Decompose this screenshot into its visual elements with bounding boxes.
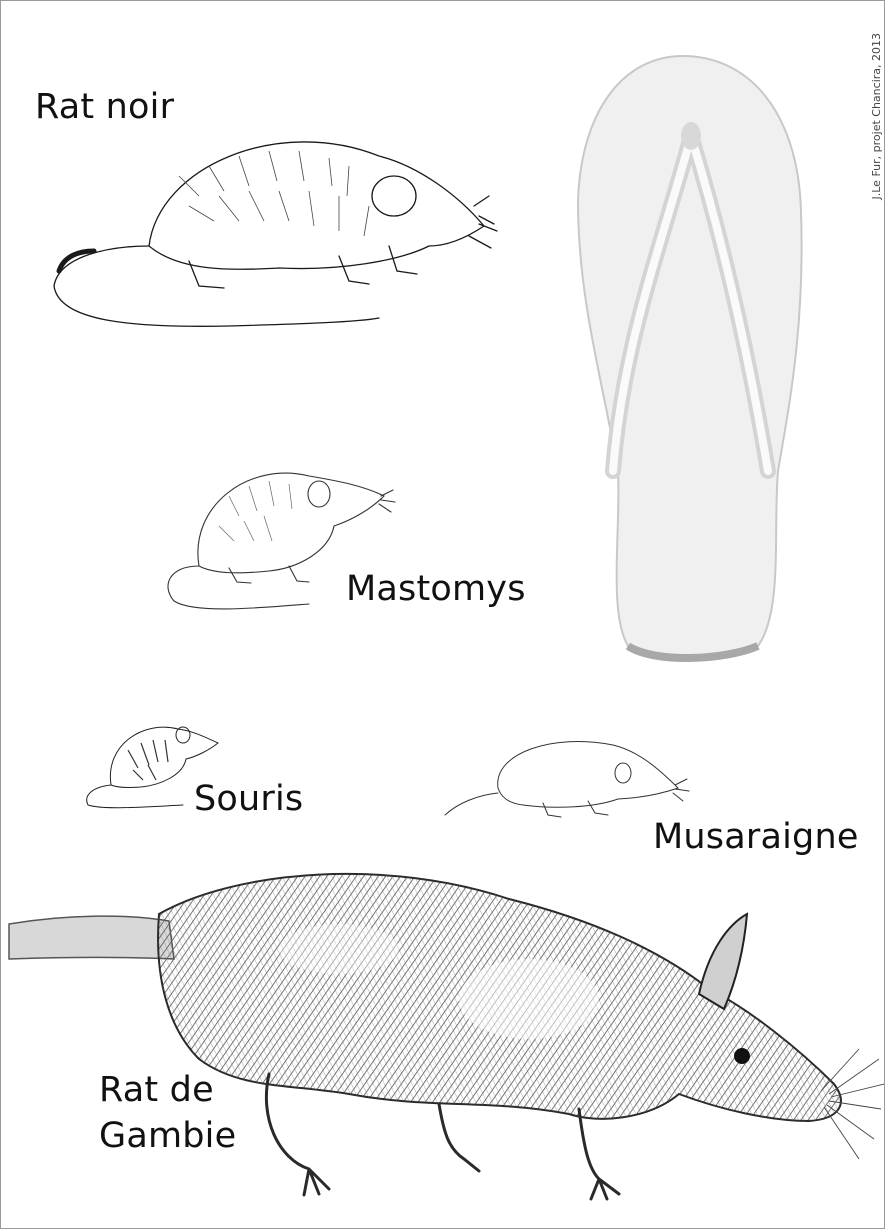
- rat-de-gambie-illustration: [9, 859, 884, 1229]
- label-rat-de-gambie-line2: Gambie: [99, 1114, 236, 1160]
- label-rat-de-gambie-line1: Rat de: [99, 1068, 236, 1114]
- rat-noir-illustration: [39, 96, 499, 346]
- label-rat-de-gambie: Rat de Gambie: [99, 1068, 236, 1159]
- label-souris: Souris: [194, 777, 303, 822]
- credit-text: J.Le Fur, projet Chancira, 2013: [870, 33, 883, 200]
- sandal-illustration: [573, 51, 808, 661]
- label-rat-noir: Rat noir: [35, 85, 174, 130]
- label-musaraigne: Musaraigne: [653, 815, 859, 860]
- musaraigne-illustration: [443, 733, 688, 823]
- label-mastomys: Mastomys: [346, 567, 526, 612]
